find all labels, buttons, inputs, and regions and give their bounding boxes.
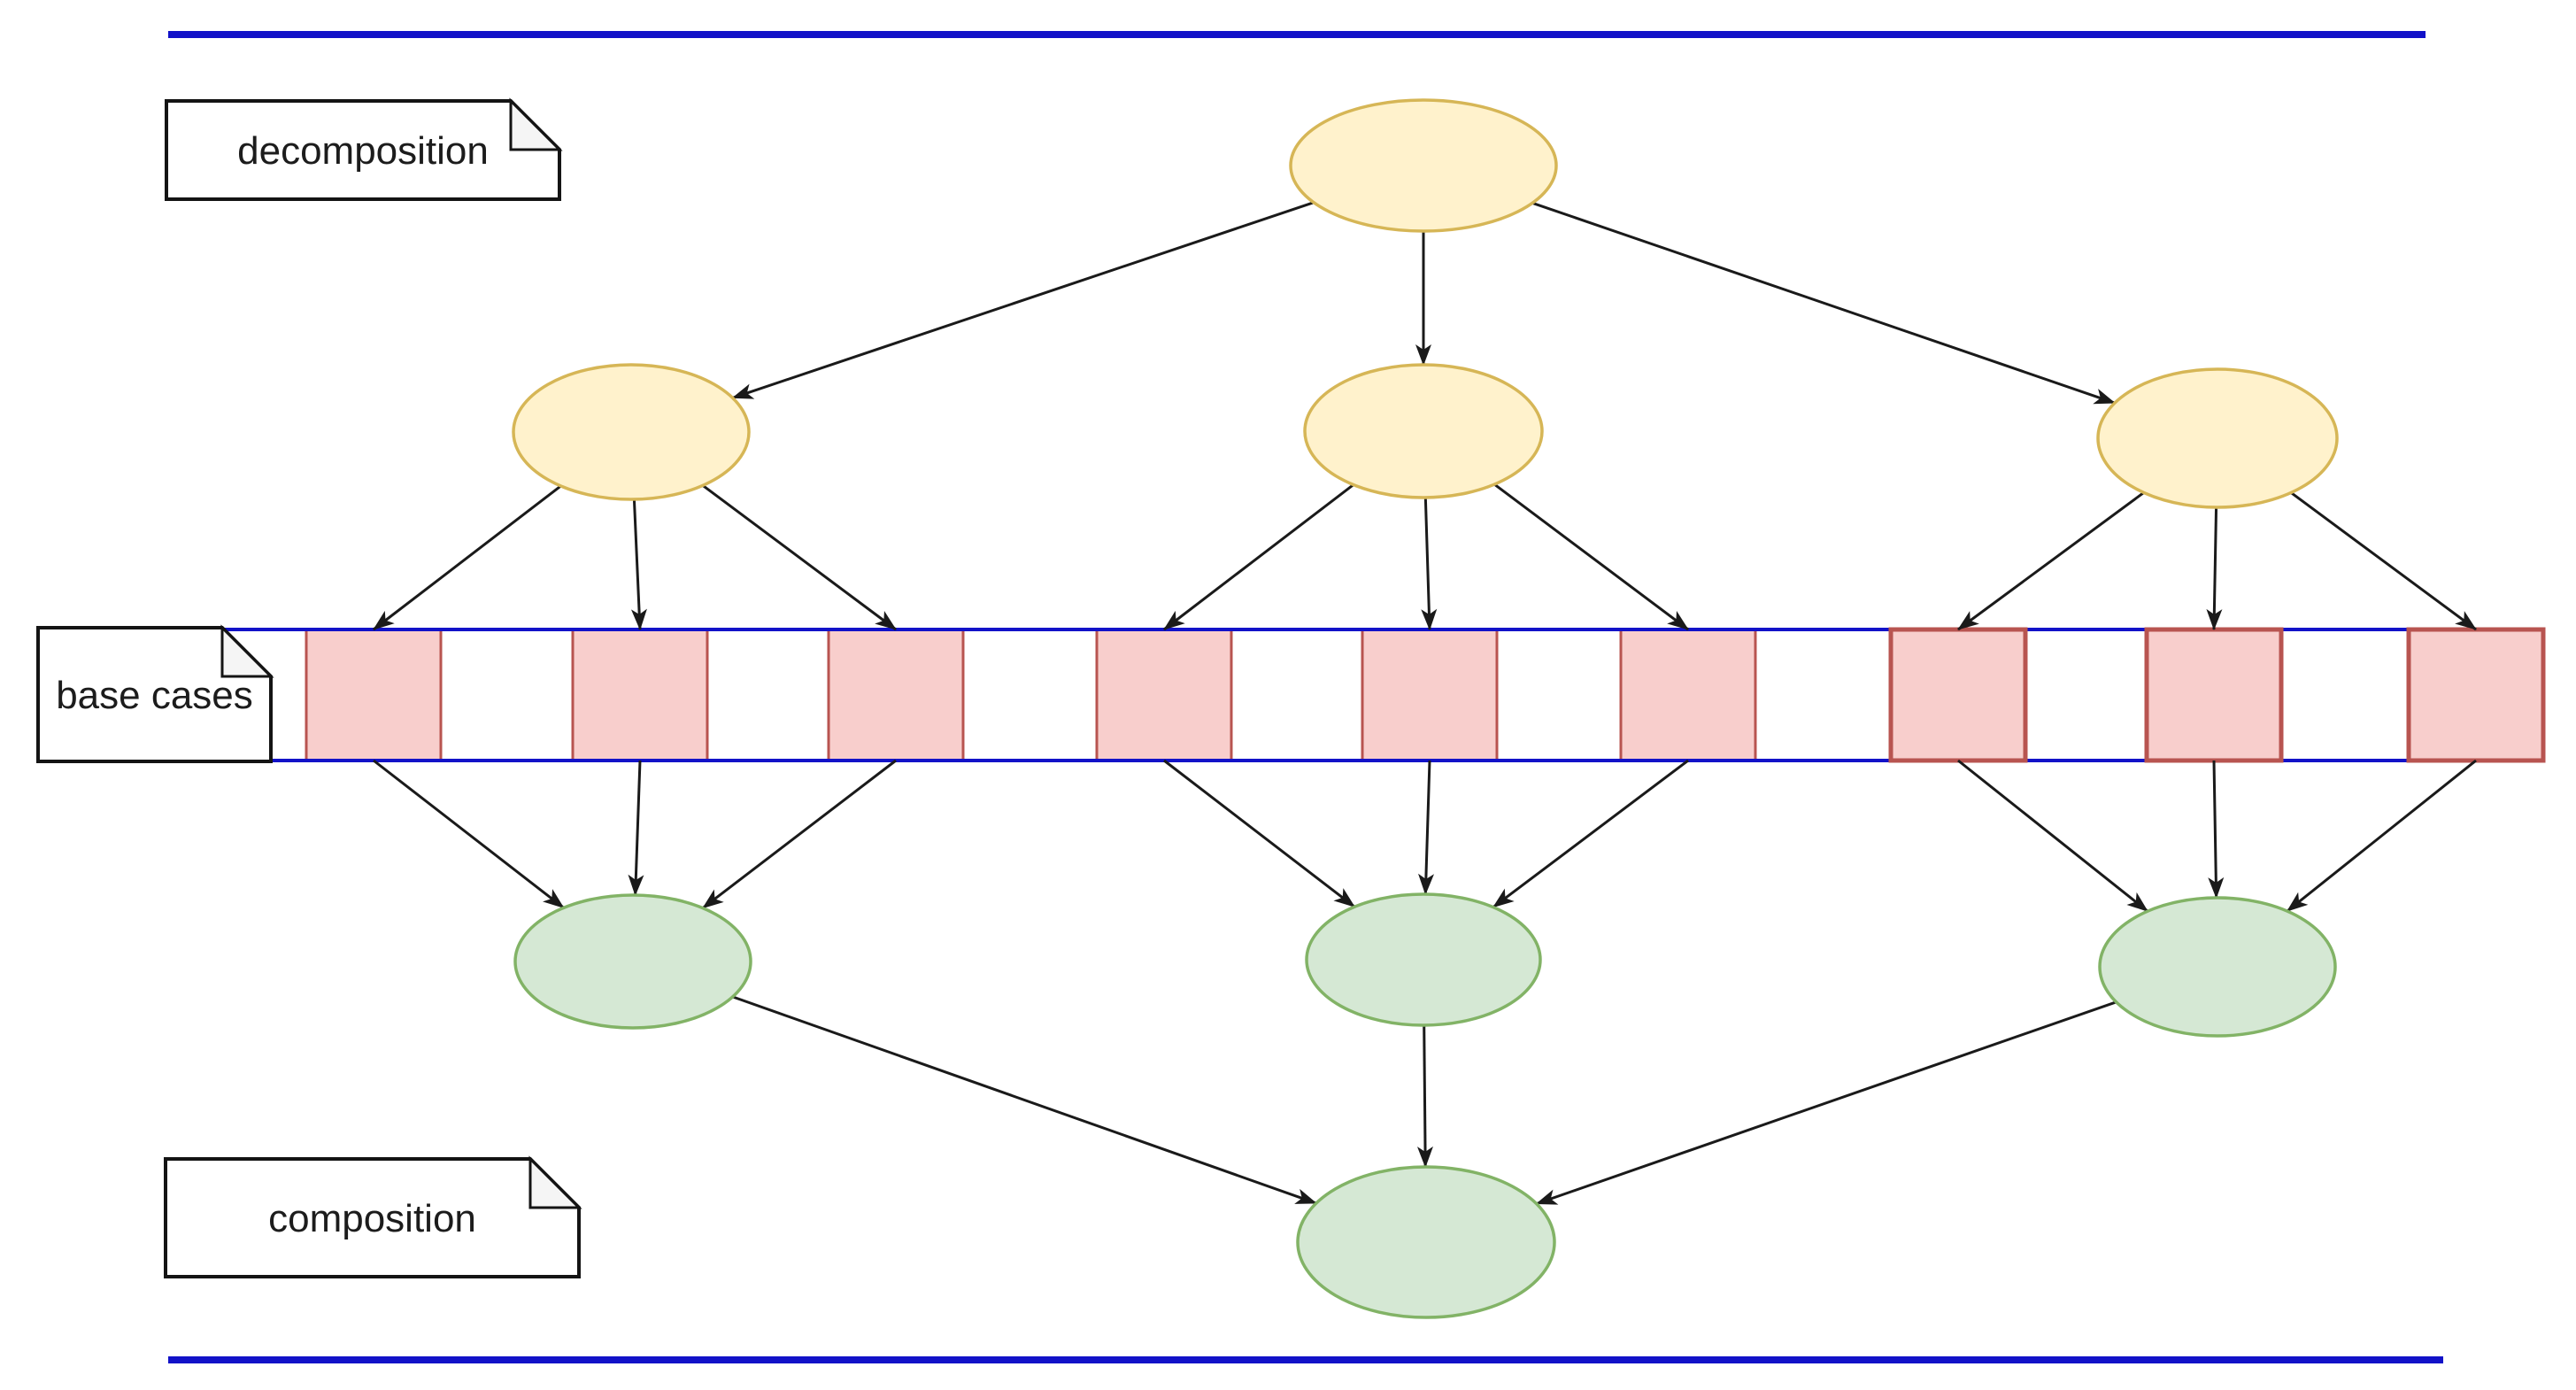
subproblem-mid-node <box>1303 363 1544 499</box>
problem-root-node <box>1289 98 1558 233</box>
edge-base-7-to-solution-right <box>1957 759 2148 913</box>
edge-subproblem-left-to-base-3 <box>701 484 897 631</box>
edge-solution-right-to-solution-root <box>1535 1000 2117 1206</box>
base-case-cell-4 <box>1095 628 1233 762</box>
base-case-cell-9 <box>2406 627 2546 763</box>
edge-subproblem-mid-to-base-5 <box>1421 497 1438 630</box>
edge-base-8-to-solution-right <box>2208 760 2225 900</box>
edge-subproblem-left-to-base-1 <box>373 484 562 631</box>
base-case-cell-2 <box>571 628 709 762</box>
solution-right-node <box>2098 896 2337 1038</box>
subproblem-left-node <box>512 363 751 501</box>
edge-solution-mid-to-solution-root <box>1416 1024 1433 1169</box>
note-composition-fold-icon <box>528 1155 582 1209</box>
solution-root-node <box>1296 1165 1556 1319</box>
base-case-cell-5 <box>1361 628 1499 762</box>
note-composition-label: composition <box>268 1197 476 1240</box>
note-decomposition-fold-icon <box>509 97 563 151</box>
note-composition-body <box>164 1157 581 1278</box>
edge-problem-root-to-subproblem-left <box>731 201 1315 399</box>
note-base-cases-label: base cases <box>56 674 253 717</box>
base-case-cell-6 <box>1619 628 1757 762</box>
edge-base-6-to-solution-mid <box>1492 759 1689 908</box>
solution-left-node <box>513 893 752 1030</box>
edge-subproblem-left-to-base-2 <box>630 498 647 630</box>
edge-problem-root-to-subproblem-right <box>1531 201 2116 405</box>
edge-base-9-to-solution-right <box>2286 759 2477 913</box>
note-base-cases-fold-icon <box>220 624 274 678</box>
base-case-cell-1 <box>305 628 443 762</box>
edge-subproblem-mid-to-base-4 <box>1163 483 1354 631</box>
edge-subproblem-mid-to-base-6 <box>1493 483 1689 631</box>
edge-subproblem-right-to-base-7 <box>1957 491 2145 631</box>
note-decomposition-body <box>165 99 561 201</box>
base-case-cell-3 <box>827 628 965 762</box>
note-base-cases-body <box>36 626 273 763</box>
base-case-cell-8 <box>2144 627 2284 763</box>
edge-base-4-to-solution-mid <box>1163 759 1356 908</box>
solution-mid-node <box>1305 892 1542 1027</box>
edge-base-3-to-solution-left <box>702 759 897 909</box>
edge-base-1-to-solution-left <box>373 759 565 909</box>
edge-subproblem-right-to-base-9 <box>2290 491 2477 631</box>
edge-base-2-to-solution-left <box>628 760 644 897</box>
note-decomposition-label: decomposition <box>237 129 489 173</box>
edge-solution-left-to-solution-root <box>732 995 1317 1205</box>
base-case-cell-7 <box>1888 627 2028 763</box>
subproblem-right-node <box>2096 367 2339 509</box>
edge-base-5-to-solution-mid <box>1418 760 1435 896</box>
edge-subproblem-right-to-base-8 <box>2206 506 2223 630</box>
